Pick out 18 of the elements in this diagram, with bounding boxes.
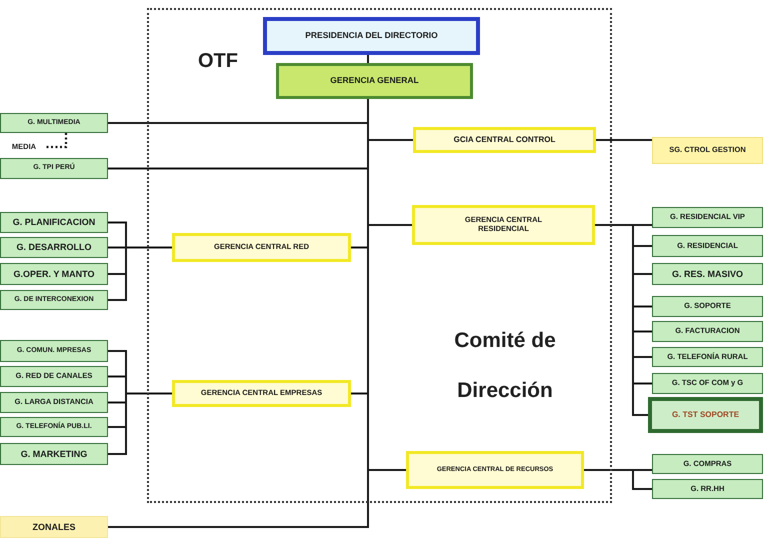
connector-line bbox=[367, 55, 369, 63]
connector-line bbox=[596, 139, 652, 141]
department-box: G. MARKETING bbox=[0, 443, 108, 465]
department-box: G. PLANIFICACION bbox=[0, 212, 108, 233]
division-box: GCIA CENTRAL CONTROL bbox=[413, 127, 596, 153]
department-box: G. TST SOPORTE bbox=[648, 397, 763, 433]
presidency-box: PRESIDENCIA DEL DIRECTORIO bbox=[263, 17, 480, 55]
department-box: G. DESARROLLO bbox=[0, 237, 108, 258]
general-management-box: GERENCIA GENERAL bbox=[276, 63, 473, 99]
dotted-connector bbox=[44, 133, 68, 148]
connector-line bbox=[584, 469, 652, 490]
department-box: G. RES. MASIVO bbox=[652, 263, 763, 285]
frame-title: OTF bbox=[198, 50, 238, 73]
department-box: G.OPER. Y MANTO bbox=[0, 263, 108, 285]
connector-line bbox=[595, 224, 648, 416]
department-box: ZONALES bbox=[0, 516, 108, 538]
committee-title: Comité de Dirección bbox=[453, 328, 557, 404]
dotted-frame bbox=[147, 8, 612, 503]
